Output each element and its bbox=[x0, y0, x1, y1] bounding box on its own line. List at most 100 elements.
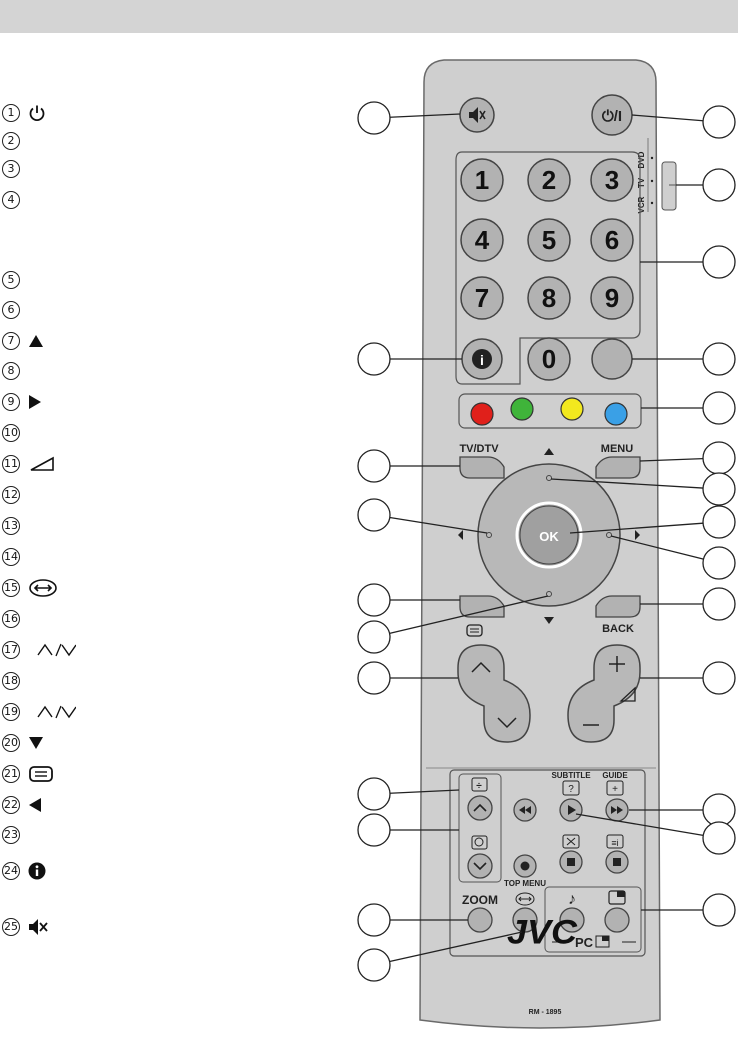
legend-item: 3 bbox=[2, 159, 20, 179]
pc-button-1[interactable] bbox=[559, 907, 585, 933]
zoom-label: ZOOM bbox=[462, 893, 498, 907]
callout-leader bbox=[631, 114, 704, 122]
legend-number: 15 bbox=[2, 579, 20, 597]
guide-icon bbox=[606, 780, 624, 796]
legend-item: 11 bbox=[2, 454, 56, 474]
digit-button-3[interactable] bbox=[590, 158, 634, 202]
callout-circle bbox=[702, 472, 736, 506]
legend-item: 1 bbox=[2, 103, 46, 123]
digit-label: 1 bbox=[475, 165, 489, 195]
teletext-icon bbox=[28, 764, 54, 784]
blank-key[interactable] bbox=[591, 338, 633, 380]
legend-item: 19 bbox=[2, 702, 76, 722]
clock-icon bbox=[471, 835, 488, 850]
legend-item: 2 bbox=[2, 131, 20, 151]
callout-circle bbox=[357, 777, 391, 811]
tv-dtv-button[interactable] bbox=[459, 456, 505, 479]
pc-label: PC bbox=[575, 935, 594, 950]
red-key[interactable] bbox=[470, 402, 494, 426]
back-button[interactable] bbox=[595, 595, 641, 618]
nav-left-arrow bbox=[458, 530, 463, 540]
digit-button-9[interactable] bbox=[590, 276, 634, 320]
aspect-swap-icon bbox=[515, 892, 535, 906]
legend-item: 10 bbox=[2, 423, 20, 443]
aspect-button[interactable] bbox=[512, 907, 538, 933]
legend-number: 4 bbox=[2, 191, 20, 209]
legend-number: 1 bbox=[2, 104, 20, 122]
legend-item: 9 bbox=[2, 392, 42, 412]
legend-item: 4 bbox=[2, 190, 20, 210]
green-key[interactable] bbox=[510, 397, 534, 421]
legend-number: 22 bbox=[2, 796, 20, 814]
callout-circle bbox=[702, 546, 736, 580]
volume-rocker[interactable] bbox=[567, 644, 641, 743]
legend-number: 20 bbox=[2, 734, 20, 752]
nav-down-arrow bbox=[544, 617, 554, 624]
callout-leader bbox=[610, 535, 704, 560]
digit-label: 4 bbox=[475, 225, 490, 255]
svg-text:≡i: ≡i bbox=[611, 838, 618, 848]
reveal-icon bbox=[606, 834, 624, 849]
legend-number: 18 bbox=[2, 672, 20, 690]
legend-number: 5 bbox=[2, 271, 20, 289]
callout-circle bbox=[702, 168, 736, 202]
digit-button-1[interactable] bbox=[460, 158, 504, 202]
digit-label: 6 bbox=[605, 225, 619, 255]
callout-leader bbox=[575, 813, 704, 836]
pip-icon bbox=[608, 890, 626, 905]
legend-number: 8 bbox=[2, 362, 20, 380]
mode-switch[interactable] bbox=[661, 161, 677, 211]
pc-frame bbox=[544, 886, 642, 953]
legend-item: 25 bbox=[2, 917, 48, 937]
digit-label: 3 bbox=[605, 165, 619, 195]
page-down-button[interactable] bbox=[467, 853, 493, 879]
digit-button-6[interactable] bbox=[590, 218, 634, 262]
legend-item: 23 bbox=[2, 825, 20, 845]
digit-button-8[interactable] bbox=[527, 276, 571, 320]
digit-label: 7 bbox=[475, 283, 489, 313]
callout-circle bbox=[357, 661, 391, 695]
legend-number: 11 bbox=[2, 455, 20, 473]
triangle-right-icon bbox=[28, 392, 42, 412]
legend-number: 14 bbox=[2, 548, 20, 566]
pc-button-2[interactable] bbox=[604, 907, 630, 933]
yellow-key[interactable] bbox=[560, 397, 584, 421]
ok-label: OK bbox=[539, 529, 559, 544]
callout-leader bbox=[389, 789, 460, 794]
digit-label: 5 bbox=[542, 225, 556, 255]
digit-button-0[interactable] bbox=[527, 337, 571, 381]
header-bar bbox=[0, 0, 738, 33]
triangle-left-icon bbox=[28, 795, 42, 815]
page-up-button[interactable] bbox=[467, 795, 493, 821]
callout-circle bbox=[357, 903, 391, 937]
guide-label: GUIDE bbox=[602, 771, 628, 780]
digit-button-5[interactable] bbox=[527, 218, 571, 262]
legend-number: 12 bbox=[2, 486, 20, 504]
legend-number: 24 bbox=[2, 862, 20, 880]
color-key-frame bbox=[458, 393, 642, 429]
volume-wedge-icon bbox=[619, 686, 636, 702]
digit-button-7[interactable] bbox=[460, 276, 504, 320]
info-icon bbox=[472, 349, 492, 369]
callout-circle bbox=[357, 948, 391, 982]
digit-button-2[interactable] bbox=[527, 158, 571, 202]
legend-item: 8 bbox=[2, 361, 20, 381]
legend-item: 16 bbox=[2, 609, 20, 629]
mode-label-tv: TV bbox=[637, 177, 646, 188]
callout-circle bbox=[357, 498, 391, 532]
programme-rocker[interactable] bbox=[457, 644, 531, 743]
teletext-button[interactable] bbox=[459, 595, 505, 618]
legend-number: 3 bbox=[2, 160, 20, 178]
digit-button-4[interactable] bbox=[460, 218, 504, 262]
svg-text:+: + bbox=[612, 784, 618, 795]
zoom-button[interactable] bbox=[467, 907, 493, 933]
legend-number: 9 bbox=[2, 393, 20, 411]
volume-plus-icon bbox=[609, 656, 625, 672]
legend-number: 7 bbox=[2, 332, 20, 350]
subtitle-icon bbox=[562, 780, 580, 796]
legend-item: 12 bbox=[2, 485, 20, 505]
mute-icon bbox=[28, 917, 48, 937]
blue-key[interactable] bbox=[604, 402, 628, 426]
menu-button[interactable] bbox=[595, 456, 641, 479]
